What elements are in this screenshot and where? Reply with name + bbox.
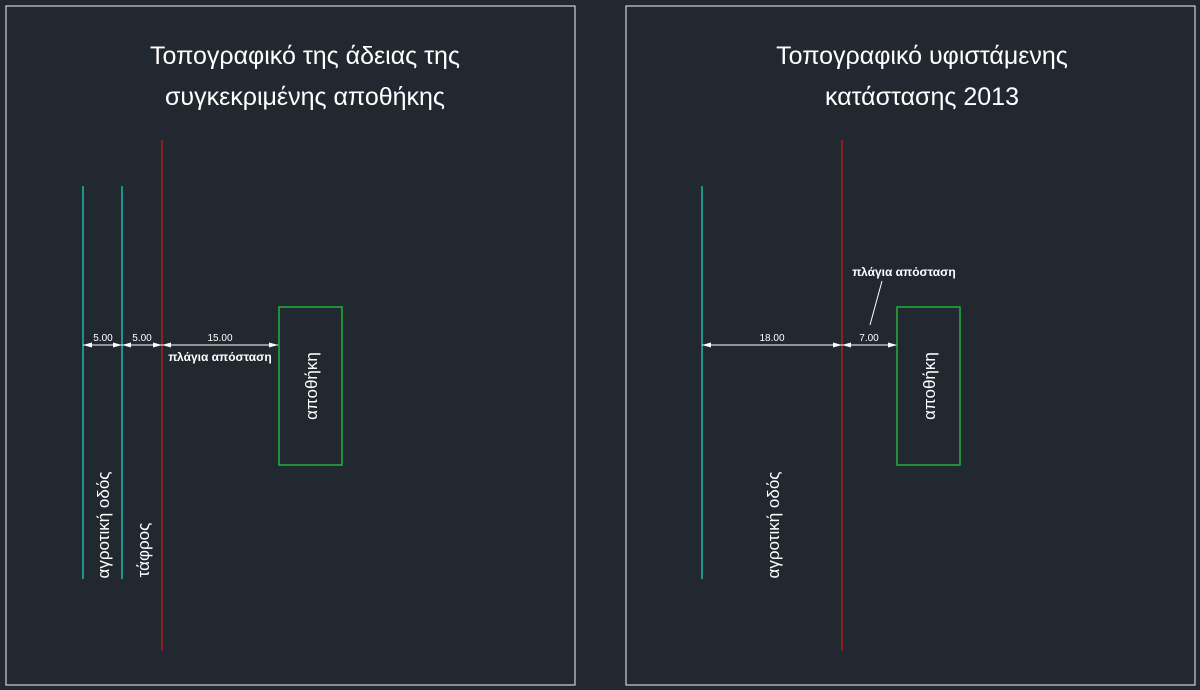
right-setback-leader: [869, 280, 883, 326]
right-building-outline: [896, 306, 961, 466]
right-title-line2: κατάστασης 2013: [825, 83, 1019, 111]
left-dim-setback: 15.00: [207, 333, 232, 344]
left-dim-road: 5.00: [93, 333, 113, 344]
left-building-outline: [278, 306, 343, 466]
left-panel: Τοπογραφικό της άδειας της συγκεκριμένης…: [5, 5, 576, 686]
right-building-label: αποθήκη: [920, 352, 939, 420]
left-building-label: αποθήκη: [302, 352, 321, 420]
left-dimension-line: [83, 342, 278, 348]
left-dim-ditch: 5.00: [132, 333, 152, 344]
right-panel-frame: [625, 5, 1196, 686]
right-dimension-line: [702, 342, 897, 348]
right-dim-setback: 7.00: [859, 333, 879, 344]
right-panel: Τοπογραφικό υφιστάμενης κατάστασης 2013 …: [625, 5, 1196, 686]
left-title-line1: Τοπογραφικό της άδειας της: [150, 42, 460, 70]
left-road-label: αγροτική οδός: [94, 472, 113, 579]
left-ditch-label: τάφρος: [134, 523, 153, 578]
left-title-line2: συγκεκριμένης αποθήκης: [165, 83, 445, 111]
right-setback-label: πλάγια απόσταση: [852, 265, 955, 279]
right-dim-road: 18.00: [759, 333, 784, 344]
right-road-label: αγροτική οδός: [764, 472, 783, 579]
right-title-line1: Τοπογραφικό υφιστάμενης: [776, 42, 1068, 70]
left-panel-frame: [5, 5, 576, 686]
left-setback-label: πλάγια απόσταση: [168, 350, 271, 364]
